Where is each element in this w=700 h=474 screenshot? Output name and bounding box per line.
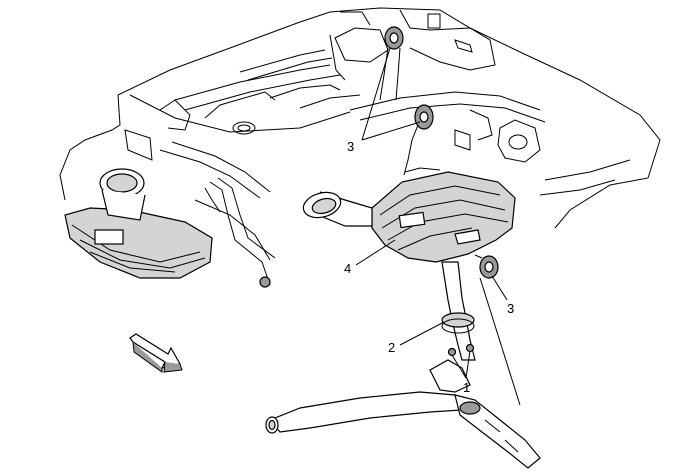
callout-labels: 3 4 3 2 1 [344, 139, 514, 395]
left-muffler-assembly [64, 168, 276, 288]
hanger-upper [379, 26, 404, 101]
intermediate-pipe [265, 261, 541, 469]
rear-muffler [302, 167, 516, 263]
nut-right [465, 343, 475, 353]
hanger-middle [403, 104, 434, 176]
hanger-lower [474, 254, 499, 279]
underbody-floor-pan [59, 7, 661, 261]
forward-direction-arrow-icon [129, 333, 183, 373]
callout-2: 2 [388, 340, 395, 355]
callout-4: 4 [344, 261, 351, 276]
callout-3-upper: 3 [347, 139, 354, 154]
callout-3-lower: 3 [507, 301, 514, 316]
leader-lines [355, 47, 521, 406]
nut-left [447, 347, 457, 357]
flange-joint [441, 312, 475, 328]
exhaust-hangers [379, 26, 499, 279]
callout-1: 1 [463, 380, 470, 395]
